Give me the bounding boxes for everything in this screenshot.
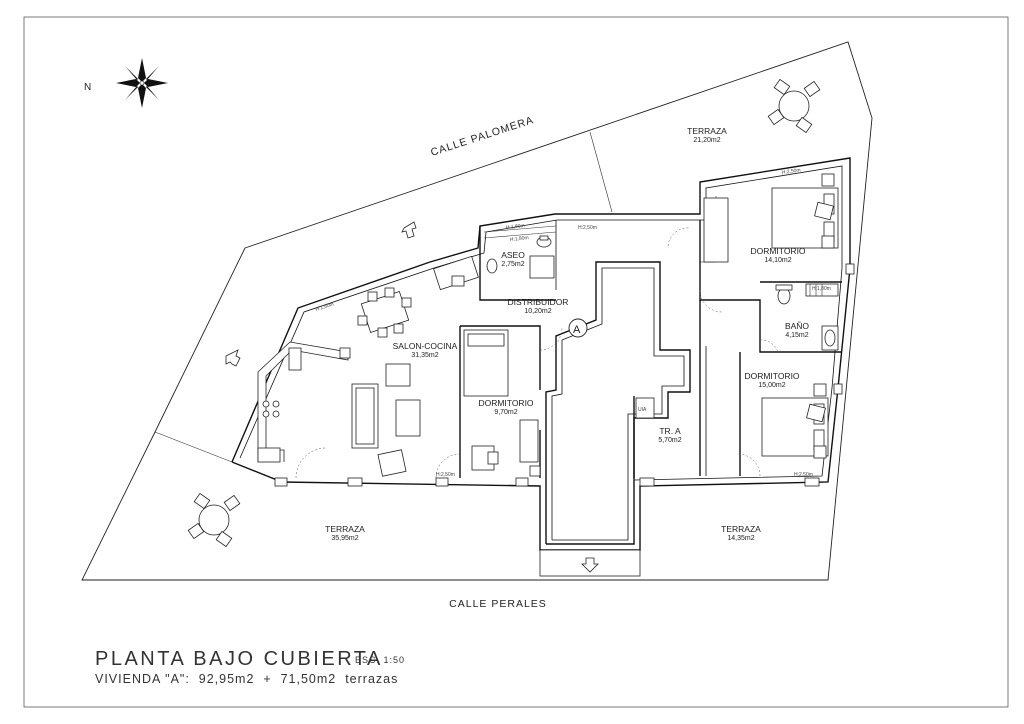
- room-name-salon-cocina: SALON-COCINA: [393, 341, 458, 351]
- room-area-aseo: 2,75m2: [501, 261, 524, 268]
- room-name-terraza-ne: TERRAZA: [687, 126, 727, 136]
- plan-subtitle: VIVIENDA "A": 92,95m2 + 71,50m2 terrazas: [95, 672, 398, 686]
- room-area-trastero: 5,70m2: [658, 437, 681, 444]
- facade-openings: [274, 263, 855, 487]
- room-name-bano: BAÑO: [785, 321, 809, 331]
- window-height-6: H:2,50m: [794, 472, 813, 478]
- room-name-dormitorio-ne: DORMITORIO: [750, 246, 805, 256]
- bed-e-icon: [761, 383, 829, 459]
- street-label-bottom: CALLE PERALES: [449, 598, 547, 610]
- exterior-wall-inner: [239, 165, 843, 481]
- patio-walls-inner: [551, 267, 685, 541]
- terrace-table-sw-icon: [187, 492, 241, 548]
- terrace-table-ne-icon: [767, 78, 821, 134]
- room-area-terraza-ne: 21,20m2: [693, 137, 720, 144]
- terrace-boundary-ne: [589, 131, 613, 213]
- window-height-8: H:1,80m: [812, 286, 831, 292]
- door-swings: [295, 227, 779, 479]
- window-height-2: H:1,80m: [506, 223, 525, 231]
- window-height-7: H:2,50m: [781, 167, 801, 176]
- plan-scale: ESC. 1:50: [355, 655, 405, 665]
- room-name-trastero: TR. A: [659, 426, 681, 436]
- terrace-boundary-w: [154, 431, 233, 463]
- room-area-terraza-sw: 35,95m2: [331, 535, 358, 542]
- room-area-dormitorio-ne: 14,10m2: [764, 257, 791, 264]
- compass-rose-icon: [116, 58, 168, 108]
- bed-ne-icon: [703, 173, 839, 263]
- room-labels: TERRAZA 21,20m2 DORMITORIO 14,10m2 ASEO …: [325, 126, 809, 542]
- dining-table-icon: [357, 287, 412, 338]
- uia-box: [635, 397, 655, 419]
- exterior-wall: [231, 157, 851, 551]
- kitchen-counter-icon: [257, 341, 351, 463]
- window-height-1: H:1,80m: [315, 301, 335, 313]
- street-label-top: CALLE PALOMERA: [429, 114, 535, 159]
- sheet-frame: [23, 16, 1009, 708]
- room-area-distribuidor: 10,20m2: [524, 308, 551, 315]
- room-area-dormitorio-e: 15,00m2: [758, 382, 785, 389]
- window-height-3: H:1,80m: [510, 235, 529, 243]
- uia-label: UIA: [638, 407, 647, 413]
- living-furniture-icon: [351, 255, 479, 477]
- north-label: N: [84, 82, 91, 93]
- unit-marker: [568, 318, 588, 338]
- interior-partitions: [459, 196, 842, 478]
- aseo-fixtures-icon: [483, 225, 557, 279]
- bano-fixtures-icon: [775, 283, 839, 351]
- room-name-terraza-sw: TERRAZA: [325, 524, 365, 534]
- room-area-terraza-se: 14,35m2: [727, 535, 754, 542]
- room-name-aseo: ASEO: [501, 250, 525, 260]
- room-name-terraza-se: TERRAZA: [721, 524, 761, 534]
- bed-c-icon: [463, 329, 541, 477]
- room-area-bano: 4,15m2: [785, 332, 808, 339]
- window-height-5: H:2,50m: [436, 472, 455, 478]
- unit-marker-label: A: [573, 324, 581, 336]
- room-name-dormitorio-e: DORMITORIO: [744, 371, 799, 381]
- room-area-salon-cocina: 31,35m2: [411, 352, 438, 359]
- access-arrow-icon: [225, 221, 641, 577]
- room-name-distribuidor: DISTRIBUIDOR: [508, 297, 569, 307]
- room-area-dormitorio-c: 9,70m2: [494, 409, 517, 416]
- room-name-dormitorio-c: DORMITORIO: [478, 398, 533, 408]
- window-height-4: H:2,50m: [578, 225, 597, 231]
- plan-title: PLANTA BAJO CUBIERTA: [95, 648, 383, 670]
